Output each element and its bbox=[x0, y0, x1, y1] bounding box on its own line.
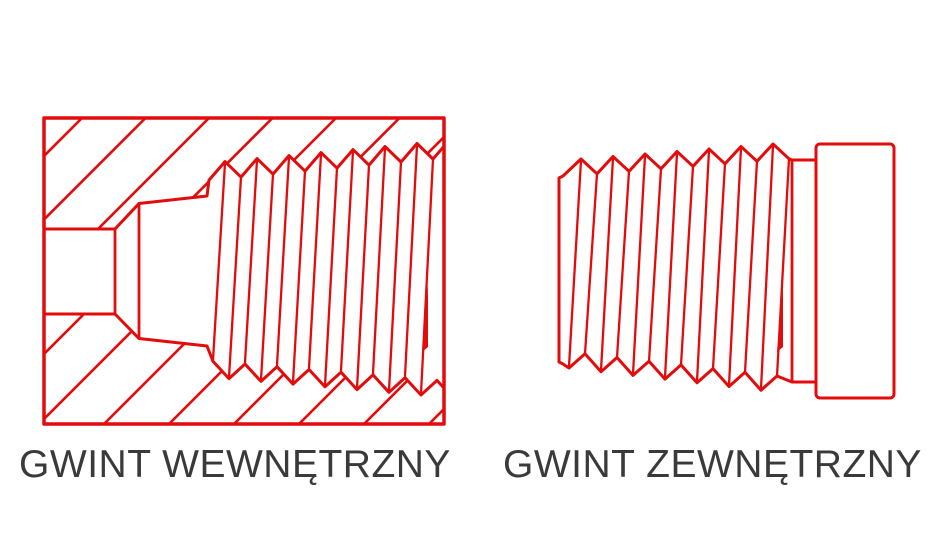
external-thread-label: GWINT ZEWNĘTRZNY bbox=[503, 443, 922, 486]
internal-thread-label: GWINT WEWNĘTRZNY bbox=[19, 443, 451, 486]
internal-thread-crest-lines bbox=[211, 143, 435, 395]
external-thread-crest-lines bbox=[567, 144, 791, 390]
internal-thread-drawing bbox=[42, 116, 446, 426]
line-weight-accent bbox=[422, 285, 428, 352]
fitting-head-outline bbox=[814, 142, 896, 400]
fitting-body-outline bbox=[42, 116, 446, 426]
external-thread-drawing bbox=[557, 142, 896, 400]
line-weight-accent bbox=[777, 285, 783, 352]
